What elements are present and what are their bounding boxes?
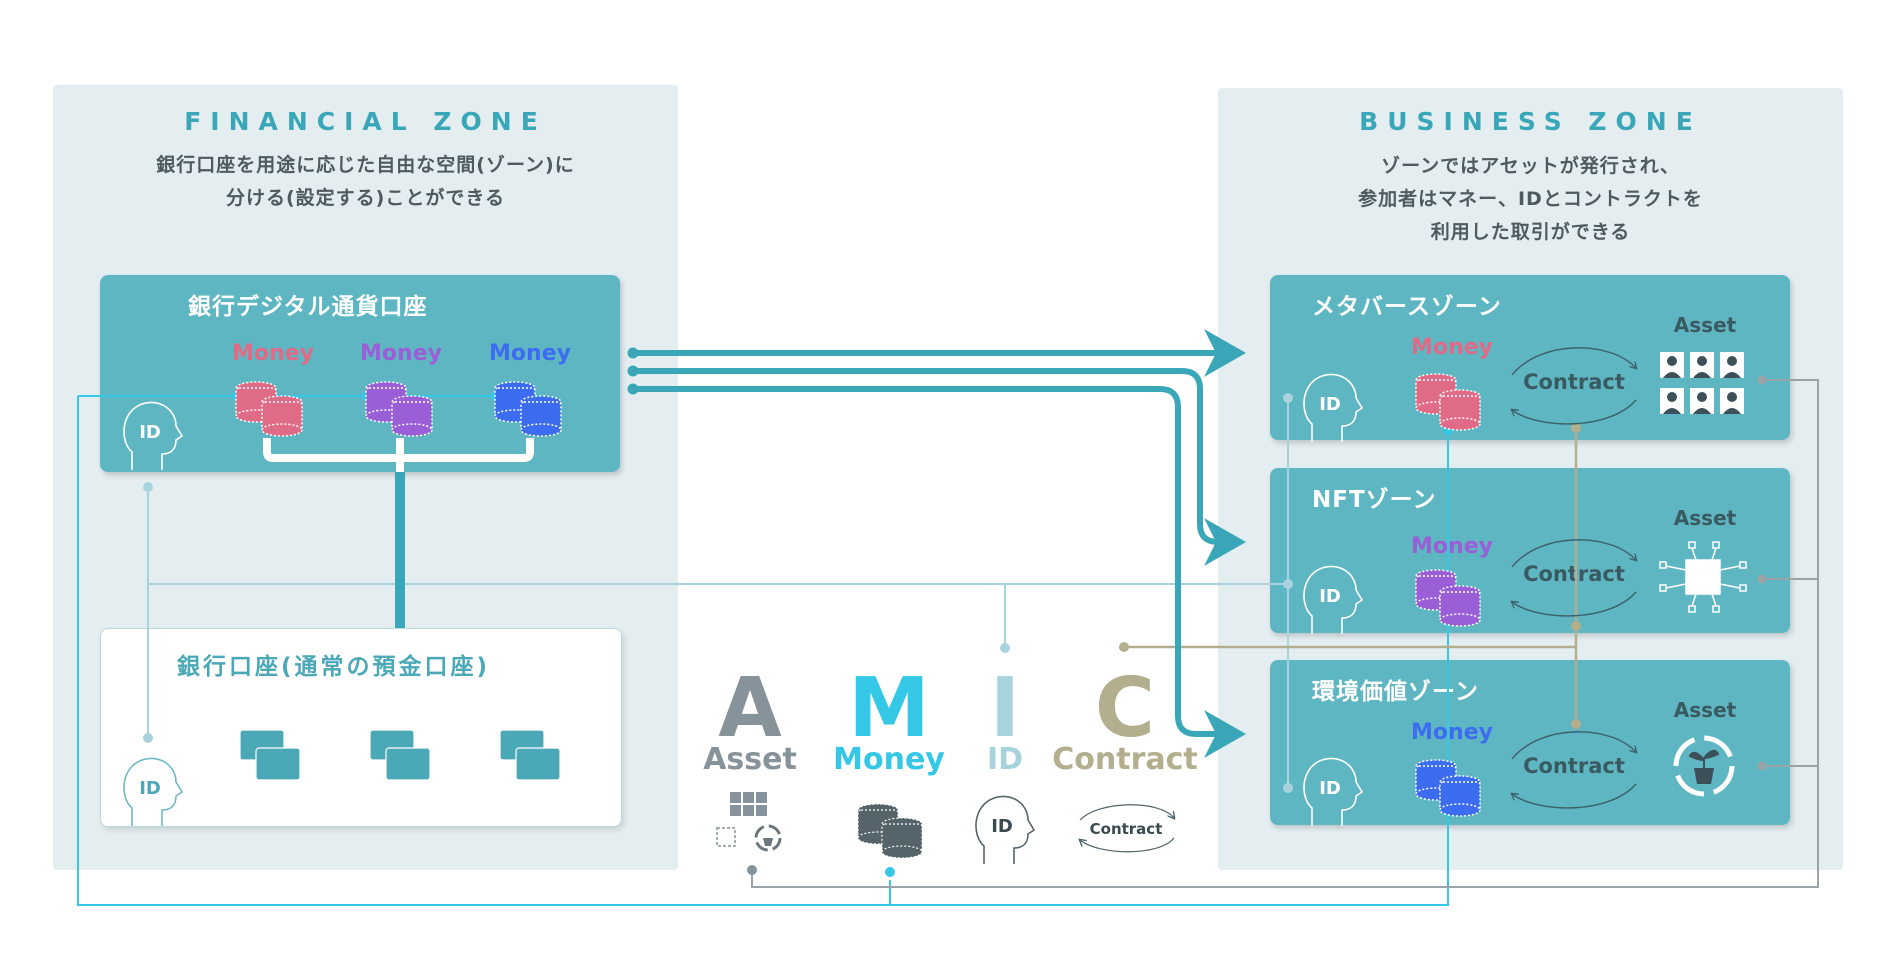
money-label-blue: Money [489, 341, 571, 366]
coin-stack-icon-purple [365, 381, 433, 437]
plant-recycle-icon [1673, 735, 1735, 797]
zone-title: NFTゾーン [1312, 487, 1437, 513]
zone-money-label: Money [1411, 534, 1493, 559]
money-label-purple: Money [360, 341, 442, 366]
business-zone-description-1: ゾーンではアセットが発行され、 [1381, 155, 1680, 177]
id-head-icon: ID [123, 401, 183, 471]
business-zone-description-2: 参加者はマネー、IDとコントラクトを [1358, 188, 1703, 210]
zone-contract-label: Contract [1523, 754, 1625, 778]
zone-contract-label: Contract [1523, 562, 1625, 586]
legend-id-head-icon: ID [975, 795, 1036, 864]
id-head-icon: ID [123, 757, 184, 826]
zone-asset-label: Asset [1673, 698, 1737, 722]
svg-text:ID: ID [1319, 394, 1341, 415]
business-zone-description-3: 利用した取引ができる [1430, 221, 1631, 243]
financial-zone-title: FINANCIAL ZONE [184, 107, 547, 136]
normal-bank-account-card[interactable]: 銀行口座(通常の預金口座) [100, 628, 622, 827]
svg-text:ID: ID [991, 816, 1013, 837]
digital-account-title: 銀行デジタル通貨口座 [188, 294, 428, 320]
zone-money-label: Money [1411, 335, 1493, 360]
legend-word-id: ID [986, 742, 1024, 777]
svg-text:ID: ID [139, 778, 161, 799]
contract-cycle-icon [1512, 347, 1636, 809]
svg-text:Contract: Contract [1090, 820, 1163, 838]
zone-asset-label: Asset [1673, 313, 1737, 337]
legend-letter-c: C [1094, 661, 1156, 756]
legend-asset-icons [716, 792, 782, 852]
cash-bundle-icon [239, 729, 561, 781]
legend-contract-icon: Contract [1080, 804, 1174, 853]
financial-zone-description-2: 分ける(設定する)ことができる [226, 187, 505, 209]
coin-stack-icon-red [235, 381, 303, 437]
asset-connection-line [747, 375, 1819, 888]
flow-arrows [627, 329, 1246, 758]
legend-letter-i: I [989, 661, 1021, 756]
people-grid-icon [1660, 352, 1744, 414]
legend-letter-m: M [848, 661, 930, 756]
zone-title: メタバースゾーン [1312, 294, 1502, 320]
legend-word-money: Money [833, 742, 945, 777]
id-connection-line [143, 393, 1293, 793]
money-label-red: Money [232, 341, 314, 366]
zone-id-head-icon: ID ID ID [1303, 373, 1363, 827]
contract-connection-line [1119, 423, 1581, 729]
zone-title: 環境価値ゾーン [1312, 679, 1479, 705]
environmental-value-zone-card[interactable]: 環境価値ゾーン Money Contract Asset [1270, 660, 1790, 825]
legend-word-asset: Asset [703, 742, 797, 777]
zone-money-label: Money [1411, 720, 1493, 745]
account-link-bracket [263, 438, 534, 628]
coin-stack-icon-blue [494, 381, 562, 437]
zone-contract-label: Contract [1523, 370, 1625, 394]
business-zone-title: BUSINESS ZONE [1359, 107, 1702, 136]
chip-circuit-icon [1659, 541, 1747, 613]
svg-text:ID: ID [1319, 778, 1341, 799]
svg-text:ID: ID [139, 422, 161, 443]
svg-text:ID: ID [1319, 586, 1341, 607]
legend-word-contract: Contract [1052, 742, 1198, 777]
legend-money-coin-icon [857, 803, 923, 859]
normal-account-title: 銀行口座(通常の預金口座) [177, 654, 491, 680]
legend-letter-a: A [718, 661, 782, 756]
zone-asset-label: Asset [1673, 506, 1737, 530]
financial-zone-description-1: 銀行口座を用途に応じた自由な空間(ゾーン)に [156, 154, 575, 176]
